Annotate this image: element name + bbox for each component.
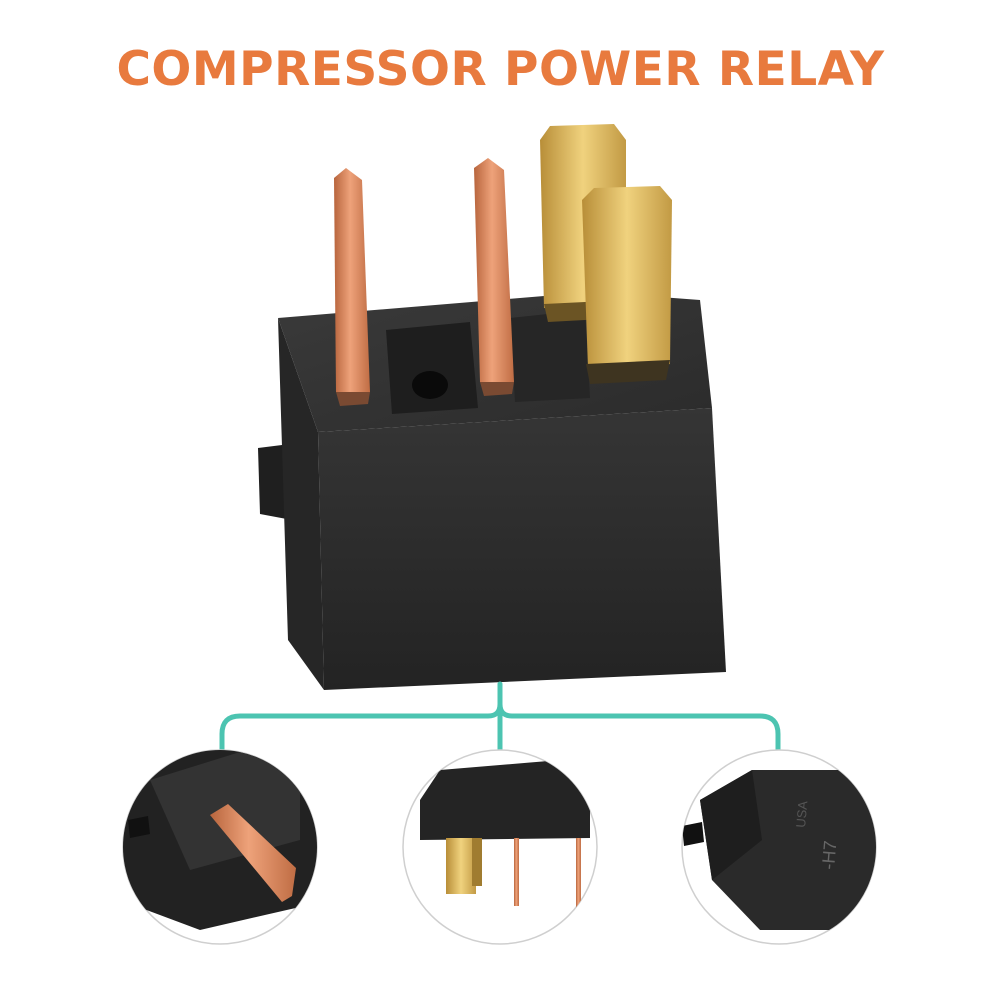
detail-copper-pin-a: [514, 838, 519, 906]
page-title: COMPRESSOR POWER RELAY: [116, 42, 885, 97]
detail-copper-pin: [210, 804, 296, 902]
detail-brass-pin: [446, 838, 476, 894]
copper-pin-2: [474, 158, 514, 396]
copper-pin-1: [334, 168, 370, 406]
detail-circle-bottom-pins: [402, 749, 598, 945]
detail-copper-pin-b: [576, 838, 581, 908]
detail-marking-usa: USA: [793, 800, 810, 828]
detail-circle-side-pin: [122, 749, 318, 945]
brass-terminal-front: [582, 186, 672, 384]
relay-side-face: [278, 318, 324, 690]
relay-photo: [258, 124, 726, 690]
top-raised-block: [386, 322, 478, 414]
callout-connector: [219, 681, 781, 755]
detail-circle-marking: USA -H7: [681, 749, 877, 945]
top-recess: [510, 310, 590, 402]
detail-marking-code: -H7: [818, 840, 840, 871]
relay-front-face: [318, 408, 726, 690]
mounting-hole: [412, 371, 448, 399]
